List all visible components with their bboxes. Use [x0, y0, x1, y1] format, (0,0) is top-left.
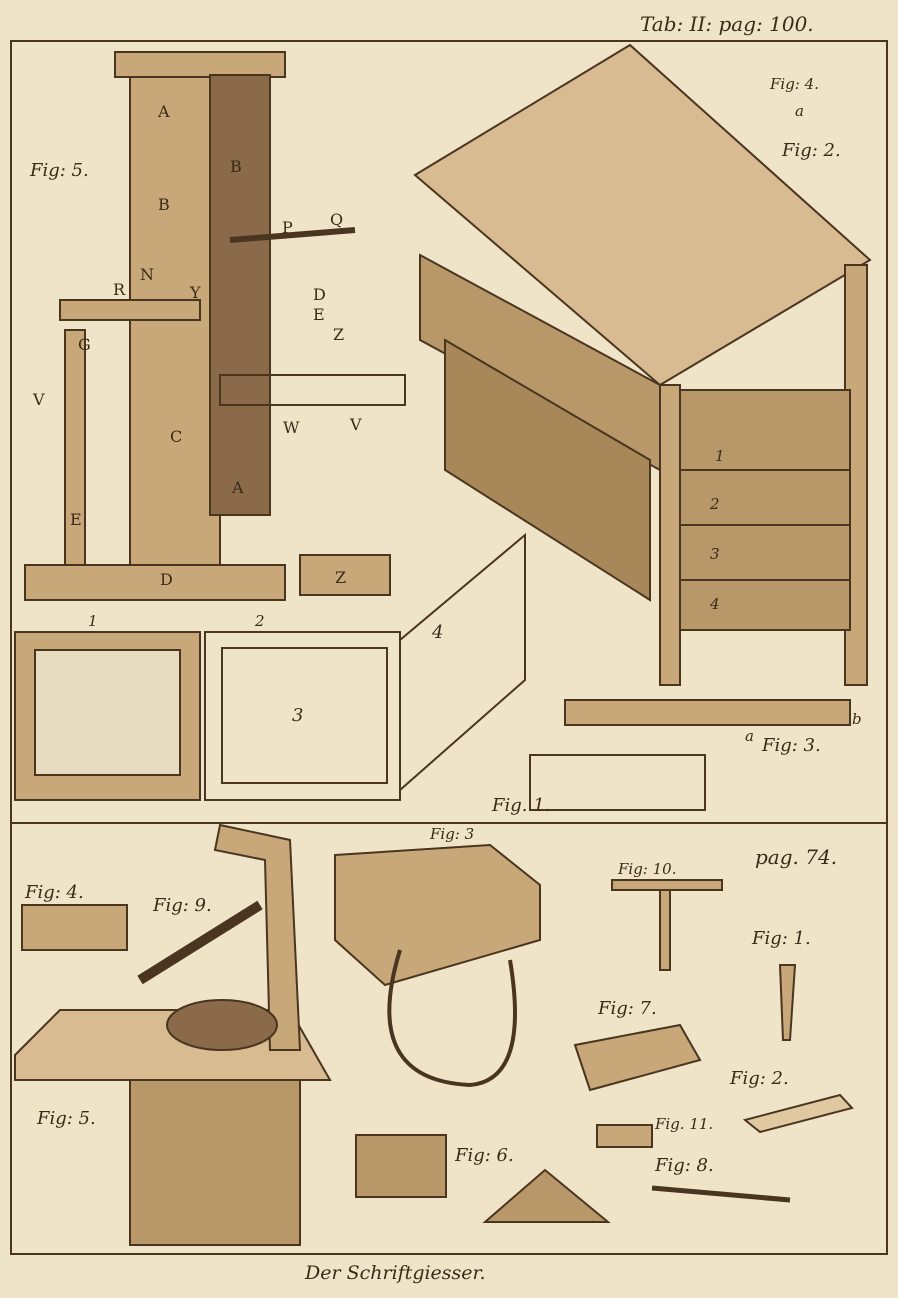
- lower-page-reference: pag. 74.: [755, 845, 838, 869]
- press-letter: Q: [330, 210, 344, 229]
- fig3-letter-a: a: [745, 727, 754, 745]
- press-letter: Z: [335, 568, 347, 587]
- fig1-label: Fig. 1.: [492, 795, 551, 816]
- lower-fig5-label: Fig: 5.: [37, 1108, 96, 1129]
- plate-reference: Tab: II: pag: 100.: [640, 12, 814, 36]
- frame-illustrations: [14, 532, 851, 811]
- fig10-label: Fig: 10.: [618, 860, 677, 878]
- press-letter: Y: [190, 283, 201, 302]
- fig4-letter: a: [795, 102, 804, 120]
- press-letter: P: [282, 218, 293, 237]
- press-letter: D: [160, 570, 173, 589]
- press-letter: E: [70, 510, 82, 529]
- press-letter: E: [313, 305, 325, 324]
- shelf-number: 2: [710, 495, 720, 513]
- fig7-label: Fig: 7.: [598, 998, 657, 1019]
- type-case-cabinet-illustration: [413, 43, 872, 686]
- press-letter: V: [350, 415, 362, 434]
- fig6-label: Fig: 6.: [455, 1145, 514, 1166]
- press-letter: D: [313, 285, 326, 304]
- shelf-number: 4: [710, 595, 720, 613]
- plate-title: Der Schriftgiesser.: [305, 1262, 486, 1284]
- shelf-number: 3: [710, 545, 720, 563]
- fig3-letter-b: b: [852, 710, 862, 728]
- press-letter: A: [232, 478, 244, 497]
- press-letter: W: [283, 418, 300, 437]
- frame-number: 4: [432, 622, 444, 643]
- lower-fig2-label: Fig: 2.: [730, 1068, 789, 1089]
- fig9-label: Fig: 9.: [153, 895, 212, 916]
- shelf-number: 1: [715, 447, 725, 465]
- press-letter: B: [230, 157, 242, 176]
- frame-number: 2: [255, 612, 265, 630]
- lower-tools-illustrations: [14, 823, 854, 1246]
- fig4-label: Fig: 4.: [770, 75, 819, 93]
- plate-border: [10, 40, 888, 1255]
- lower-fig4-label: Fig: 4.: [25, 882, 84, 903]
- frame-number: 3: [292, 705, 304, 726]
- plate-divider: [10, 822, 888, 824]
- frame-number: 1: [88, 612, 98, 630]
- fig11-label: Fig. 11.: [655, 1115, 714, 1133]
- fig3-label: Fig: 3.: [762, 735, 821, 756]
- press-letter: R: [113, 280, 126, 299]
- press-letter: B: [158, 195, 170, 214]
- press-letter: N: [140, 265, 154, 284]
- fig8-label: Fig: 8.: [655, 1155, 714, 1176]
- press-letter: C: [170, 427, 183, 446]
- press-letter: V: [33, 390, 45, 409]
- press-letter: A: [158, 102, 170, 121]
- fig2-label: Fig: 2.: [782, 140, 841, 161]
- press-letter: G: [78, 335, 91, 354]
- lower-fig3-label: Fig: 3: [430, 825, 475, 843]
- fig5-label: Fig: 5.: [30, 160, 89, 181]
- press-letter: Z: [333, 325, 345, 344]
- lower-fig1-label: Fig: 1.: [752, 928, 811, 949]
- printing-press-illustration: [24, 51, 406, 601]
